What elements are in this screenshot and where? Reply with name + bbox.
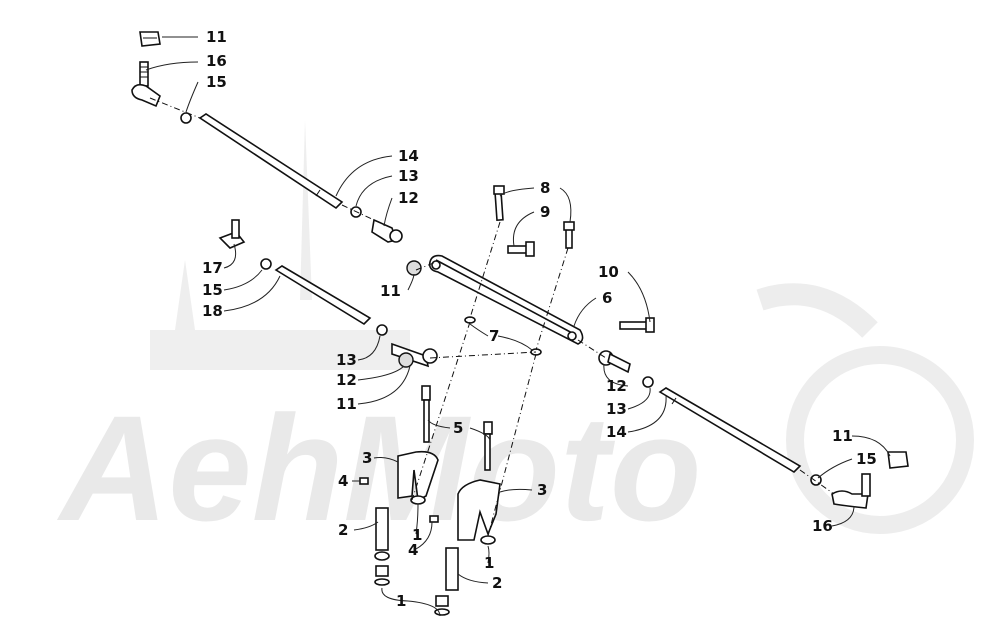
callout-4: 4 [408,541,418,559]
leader-lines [145,36,891,617]
callout-8: 8 [540,179,550,197]
callout-16: 16 [206,52,227,70]
callout-1: 1 [484,554,494,572]
alignment-lines [149,97,835,537]
upper-left-tie-rod-end [131,31,192,124]
callout-18: 18 [202,302,223,320]
callout-11: 11 [832,427,853,445]
callout-11: 11 [336,395,357,413]
callout-13: 13 [606,400,627,418]
callout-13: 13 [398,167,419,185]
callout-5: 5 [453,419,463,437]
callout-12: 12 [606,377,627,395]
callout-11: 11 [380,282,401,300]
callout-17: 17 [202,259,223,277]
callout-1: 1 [396,592,406,610]
callout-9: 9 [540,203,550,221]
callout-16: 16 [812,517,833,535]
callout-2: 2 [338,521,348,539]
callout-15: 15 [206,73,227,91]
right-tie-rod [598,350,909,509]
callout-13: 13 [336,351,357,369]
callout-3: 3 [537,481,547,499]
lower-steering-arms [359,385,501,616]
callout-2: 2 [492,574,502,592]
callout-1: 1 [412,526,422,544]
callout-12: 12 [398,189,419,207]
callout-15: 15 [202,281,223,299]
middle-left-rod [218,219,438,368]
callout-11: 11 [206,28,227,46]
callout-3: 3 [362,449,372,467]
callout-12: 12 [336,371,357,389]
watermark: AehMoto [56,120,974,552]
callout-15: 15 [856,450,877,468]
upper-left-tube [198,113,403,243]
callout-14: 14 [398,147,419,165]
callout-labels: 11 16 15 14 13 12 8 9 10 6 11 17 15 18 7… [202,28,877,610]
callout-7: 7 [489,327,499,345]
callout-10: 10 [598,263,619,281]
callout-6: 6 [602,289,612,307]
callout-14: 14 [606,423,627,441]
callout-4: 4 [338,472,348,490]
